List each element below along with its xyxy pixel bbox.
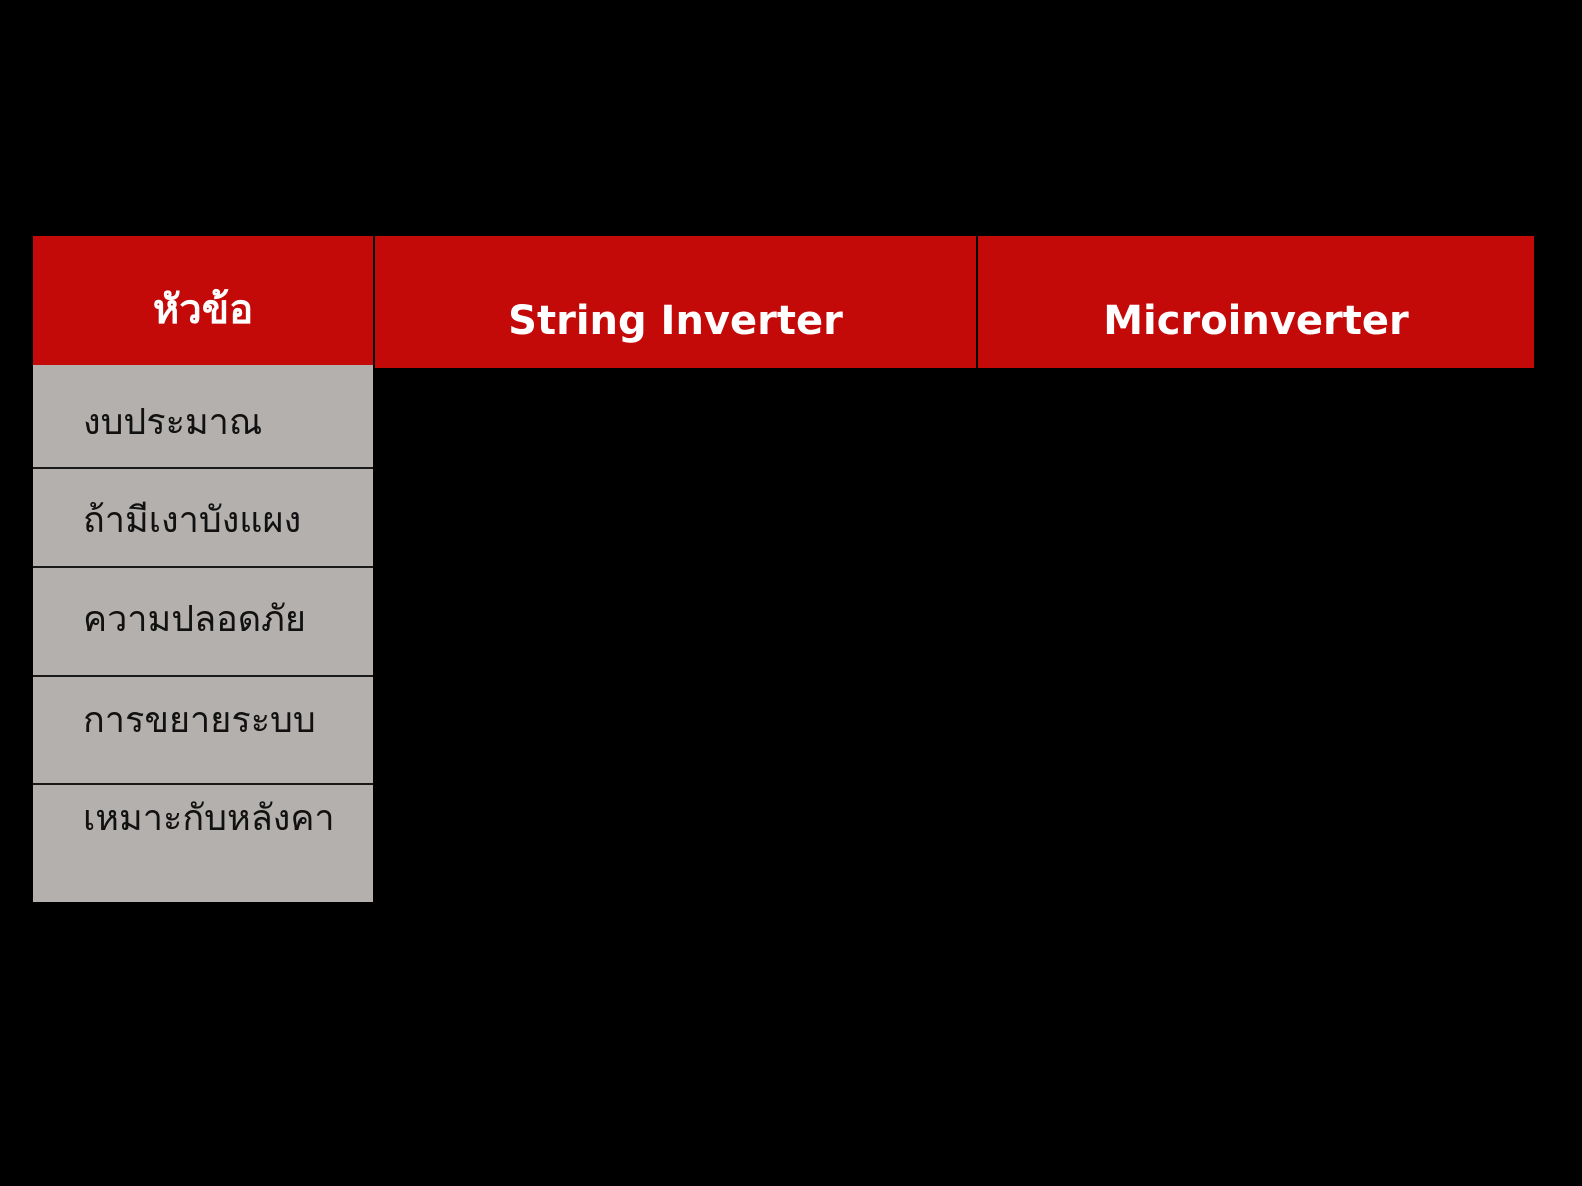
row-label: เหมาะกับหลังคา [83, 798, 335, 839]
cell-string-inverter-budget [375, 368, 976, 468]
row-label: ความปลอดภัย [83, 599, 306, 640]
cell-string-inverter-roof [375, 785, 976, 902]
cell-string-inverter-shading [375, 469, 976, 566]
column-header-topic: หัวข้อ [33, 236, 373, 365]
cell-microinverter-expansion [978, 677, 1534, 783]
row-label: งบประมาณ [83, 402, 263, 443]
column-header-microinverter: Microinverter [978, 236, 1534, 368]
table-row-shading: ถ้ามีเงาบังแผง [33, 469, 373, 566]
table-row-roof-suitability: เหมาะกับหลังคา [33, 785, 373, 902]
table-row-budget: งบประมาณ [33, 365, 373, 468]
row-label: ถ้ามีเงาบังแผง [83, 500, 302, 541]
cell-microinverter-roof [978, 785, 1534, 902]
column-header-label: Microinverter [1103, 298, 1409, 344]
row-divider [33, 783, 373, 785]
row-divider [33, 675, 373, 677]
table-row-expansion: การขยายระบบ [33, 677, 373, 783]
cell-string-inverter-safety [375, 568, 976, 675]
row-divider [33, 467, 373, 469]
column-header-string-inverter: String Inverter [375, 236, 976, 368]
column-header-label: String Inverter [508, 298, 843, 344]
cell-string-inverter-expansion [375, 677, 976, 783]
column-header-label: หัวข้อ [152, 287, 254, 333]
cell-microinverter-shading [978, 469, 1534, 566]
row-divider [33, 566, 373, 568]
cell-microinverter-budget [978, 368, 1534, 468]
row-label: การขยายระบบ [83, 700, 316, 741]
cell-microinverter-safety [978, 568, 1534, 675]
table-row-safety: ความปลอดภัย [33, 568, 373, 675]
